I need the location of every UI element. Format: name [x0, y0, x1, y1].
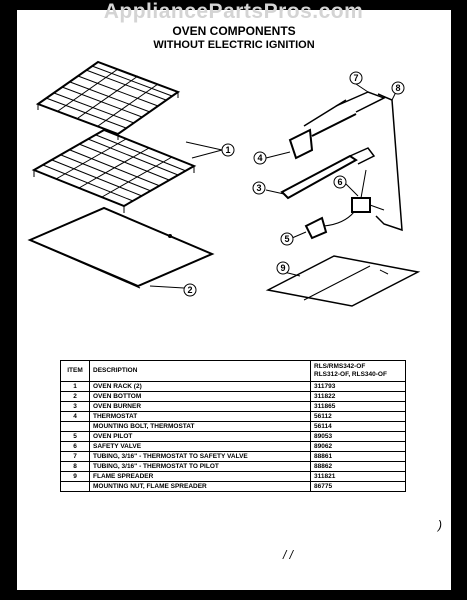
column-header-models: RLS/RMS342-OF RLS312-OF, RLS340-OF	[310, 360, 406, 382]
table-header-row: ITEM DESCRIPTION RLS/RMS342-OF RLS312-OF…	[60, 360, 406, 382]
cell-description: FLAME SPREADER	[89, 471, 311, 482]
callout-label: 4	[257, 153, 262, 163]
cell-description: OVEN RACK (2)	[89, 381, 311, 392]
cell-item	[60, 421, 90, 432]
callout-label: 8	[395, 83, 400, 93]
cell-part-number: 86775	[310, 481, 406, 492]
cell-item: 2	[60, 391, 90, 402]
cell-part-number: 311821	[310, 471, 406, 482]
callout-label: 1	[225, 145, 230, 155]
callout-label: 7	[353, 73, 358, 83]
cell-item: 5	[60, 431, 90, 442]
callout-label: 6	[337, 177, 342, 187]
cell-part-number: 88861	[310, 451, 406, 462]
oven-pilot	[304, 211, 355, 240]
column-header-item: ITEM	[60, 360, 90, 382]
thermostat	[288, 99, 357, 160]
cell-description: OVEN BOTTOM	[89, 391, 311, 402]
callout-circle-2	[183, 283, 197, 297]
cell-description: TUBING, 3/16" - THERMOSTAT TO PILOT	[89, 461, 311, 472]
callout-circle-8	[391, 81, 405, 95]
tubing-thermostat-to-pilot	[375, 93, 403, 232]
column-header-description: DESCRIPTION	[89, 360, 311, 382]
cell-item: 1	[60, 381, 90, 392]
callout-label: 2	[187, 285, 192, 295]
cell-part-number: 88862	[310, 461, 406, 472]
cell-description: THERMOSTAT	[89, 411, 311, 422]
cell-description: OVEN BURNER	[89, 401, 311, 412]
callout-label: 5	[284, 234, 289, 244]
tubing-thermostat-to-valve	[335, 91, 386, 113]
cell-item: 7	[60, 451, 90, 462]
cell-item: 3	[60, 401, 90, 412]
oven-burner	[280, 147, 376, 200]
cell-item: 9	[60, 471, 90, 482]
cell-part-number: 89053	[310, 431, 406, 442]
callout-circle-9	[276, 261, 290, 275]
flame-spreader	[265, 255, 421, 307]
models-line1: RLS/RMS342-OF	[314, 363, 366, 370]
callout-circle-5	[280, 232, 294, 246]
cell-description: MOUNTING NUT, FLAME SPREADER	[89, 481, 311, 492]
callout-circle-4	[253, 151, 267, 165]
cell-description: OVEN PILOT	[89, 431, 311, 442]
callout-label: 9	[280, 263, 285, 273]
models-line2: RLS312-OF, RLS340-OF	[314, 371, 387, 378]
cell-part-number: 56112	[310, 411, 406, 422]
callout-circle-1	[221, 143, 235, 157]
handwritten-mark: )	[438, 518, 442, 532]
callout-circle-6	[333, 175, 347, 189]
cell-item: 6	[60, 441, 90, 452]
oven-rack-upper	[35, 60, 181, 140]
cell-part-number: 311793	[310, 381, 406, 392]
callout-label: 3	[256, 183, 261, 193]
handwritten-mark: / /	[283, 548, 294, 562]
page-title: OVEN COMPONENTS	[172, 24, 296, 38]
cell-part-number: 56114	[310, 421, 406, 432]
callout-circle-7	[349, 71, 363, 85]
safety-valve	[351, 169, 385, 213]
page-subtitle: WITHOUT ELECTRIC IGNITION	[153, 39, 315, 51]
cell-item: 4	[60, 411, 90, 422]
cell-description: MOUNTING BOLT, THERMOSTAT	[89, 421, 311, 432]
watermark: AppliancePartsPros.com	[103, 0, 364, 23]
cell-part-number: 89062	[310, 441, 406, 452]
parts-table: ITEM DESCRIPTION RLS/RMS342-OF RLS312-OF…	[60, 360, 406, 492]
cell-description: SAFETY VALVE	[89, 441, 311, 452]
oven-bottom	[27, 206, 215, 289]
callout-circle-3	[252, 181, 266, 195]
cell-item: 8	[60, 461, 90, 472]
cell-item	[60, 481, 90, 492]
oven-rack-lower	[31, 128, 197, 213]
cell-description: TUBING, 3/16" - THERMOSTAT TO SAFETY VAL…	[89, 451, 311, 462]
cell-part-number: 311822	[310, 391, 406, 402]
cell-part-number: 311865	[310, 401, 406, 412]
